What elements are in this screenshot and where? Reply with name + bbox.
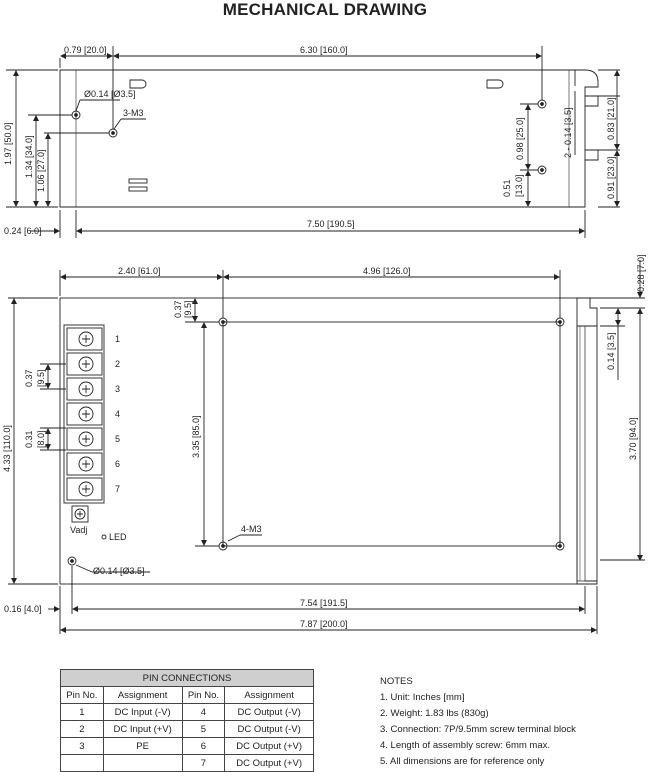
note-item: 5. All dimensions are for reference only	[380, 756, 545, 767]
front-view-outline	[59, 297, 598, 585]
table-cell: 7	[181, 754, 226, 772]
table-row: 3 PE 6 DC Output (+V)	[60, 737, 314, 755]
terminal-number: 6	[115, 459, 120, 469]
dim-0-51-label: 0.51	[502, 179, 512, 197]
table-cell: 2	[60, 720, 104, 738]
dim-0-37-mm-label: [9.5]	[36, 369, 46, 387]
dim-0-24-label: 0.24 [6.0]	[4, 226, 42, 236]
pin-table-header-row: Pin No. Assignment Pin No. Assignment	[60, 686, 314, 704]
mechanical-drawing: 0.79 [20.0] 6.30 [160.0] 1.97 [50.0] 1.3…	[2, 45, 646, 634]
note-item: 1. Unit: Inches [mm]	[380, 692, 465, 703]
table-row: 7 DC Output (+V)	[60, 754, 314, 772]
dim-7-87-label: 7.87 [200.0]	[300, 619, 348, 629]
dim-4-33-label: 4.33 [110.0]	[2, 425, 12, 472]
page-title: MECHANICAL DRAWING	[222, 0, 428, 19]
table-cell: DC Output (+V)	[224, 754, 314, 772]
led-indicator	[101, 534, 107, 540]
top-dimension-lines	[6, 46, 620, 238]
table-cell: DC Output (-V)	[224, 703, 314, 721]
table-cell: DC Input (-V)	[102, 703, 183, 721]
top-vent-slots	[128, 178, 148, 192]
notes-heading: NOTES	[380, 676, 413, 687]
front-screw-label: 4-M3	[241, 524, 262, 534]
dim-width-label: 6.30 [160.0]	[300, 45, 348, 55]
dim-height-label: 1.97 [50.0]	[3, 122, 13, 165]
note-item: 3. Connection: 7P/9.5mm screw terminal b…	[380, 724, 576, 735]
note-item: 2. Weight: 1.83 lbs (830g)	[380, 708, 489, 719]
dim-2x014-label: 2 - 0.14 [3.5]	[563, 107, 573, 158]
dim-3-70-label: 3.70 [94.0]	[628, 417, 638, 460]
dim-7-54-label: 7.54 [191.5]	[300, 598, 348, 608]
table-cell	[102, 754, 183, 772]
table-cell: 4	[181, 703, 226, 721]
terminal-number: 4	[115, 409, 120, 419]
top-hole-label: Ø0.14 [Ø3.5]	[84, 89, 136, 99]
top-screw-label: 3-M3	[123, 108, 144, 118]
dim-2-40-label: 2.40 [61.0]	[118, 266, 161, 276]
front-mount-holes	[67, 317, 565, 566]
terminal-block	[63, 324, 105, 504]
dim-0-83-label: 0.83 [21.0]	[606, 97, 616, 140]
table-cell: DC Output (-V)	[224, 720, 314, 738]
front-hole-label: Ø0.14 [Ø3.5]	[93, 566, 145, 576]
dim-0-31-label: 0.31	[24, 430, 34, 448]
table-cell: DC Input (+V)	[102, 720, 183, 738]
front-dimension-lines	[8, 260, 645, 634]
terminal-number: 7	[115, 484, 120, 494]
led-label: LED	[109, 532, 127, 542]
vadj-potentiometer	[71, 505, 89, 523]
dim-1-34-label: 1.34 [34.0]	[24, 135, 34, 178]
pin-table-header: Pin No.	[181, 686, 226, 704]
dim-0-37-label: 0.37	[24, 369, 34, 387]
dim-0-37-top-label: 0.37	[173, 300, 183, 318]
table-row: 1 DC Input (-V) 4 DC Output (-V)	[60, 703, 314, 721]
dim-3-35-label: 3.35 [85.0]	[191, 415, 201, 458]
dim-offset-label: 0.79 [20.0]	[64, 45, 107, 55]
table-cell: 6	[181, 737, 226, 755]
pin-table-caption: PIN CONNECTIONS	[60, 669, 314, 687]
dim-0-51b-label: [13.0]	[514, 174, 524, 197]
top-notch-right	[486, 79, 504, 89]
terminal-number: 1	[115, 334, 120, 344]
pin-table-header: Assignment	[102, 686, 183, 704]
dim-0-14-label: 0.14 [3.5]	[606, 332, 616, 370]
table-cell: PE	[102, 737, 183, 755]
table-cell: 3	[60, 737, 104, 755]
vadj-label: Vadj	[70, 525, 87, 535]
table-cell	[60, 754, 104, 772]
table-row: 2 DC Input (+V) 5 DC Output (-V)	[60, 720, 314, 738]
dim-0-37-top-mm-label: [9.5]	[183, 300, 193, 318]
terminal-number: 2	[115, 359, 120, 369]
dim-0-91-label: 0.91 [23.0]	[606, 156, 616, 199]
terminal-number: 5	[115, 434, 120, 444]
dim-0-98-label: 0.98 [25.0]	[515, 117, 525, 160]
note-item: 4. Length of assembly screw: 6mm max.	[380, 740, 551, 751]
pin-table-header: Assignment	[224, 686, 314, 704]
dim-7-50-label: 7.50 [190.5]	[307, 219, 355, 229]
dim-0-31-mm-label: [8.0]	[36, 430, 46, 448]
table-cell: 5	[181, 720, 226, 738]
table-cell: 1	[60, 703, 104, 721]
dim-0-16-label: 0.16 [4.0]	[4, 604, 42, 614]
top-view-outline	[59, 69, 599, 208]
front-pcb-outline	[222, 321, 561, 547]
pin-table-header: Pin No.	[60, 686, 104, 704]
dim-0-28-label: 0.28 [7.0]	[636, 254, 646, 292]
pin-connections-table: PIN CONNECTIONS Pin No. Assignment Pin N…	[60, 669, 314, 772]
dim-4-96-label: 4.96 [126.0]	[363, 266, 411, 276]
terminal-number: 3	[115, 384, 120, 394]
top-notch-left	[129, 79, 147, 89]
table-cell: DC Output (+V)	[224, 737, 314, 755]
dim-1-06-label: 1.06 [27.0]	[36, 149, 46, 192]
notes-section: NOTES 1. Unit: Inches [mm] 2. Weight: 1.…	[380, 674, 576, 770]
